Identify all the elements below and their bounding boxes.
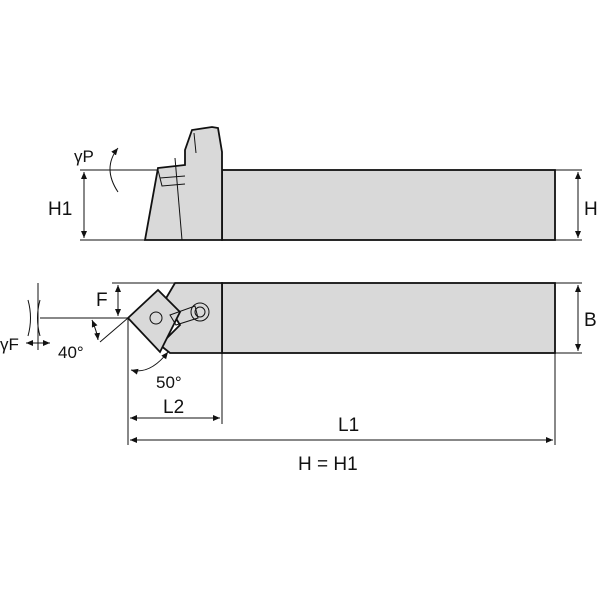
top-view: F 40° γF 50° L2 L1 H = H1 B <box>0 282 597 475</box>
angle-50-arc <box>130 351 169 375</box>
side-shank <box>221 169 556 241</box>
h-equals-h1-note: H = H1 <box>298 454 358 475</box>
clamp-arm <box>169 305 199 326</box>
gamma-f-label: γF <box>0 335 19 354</box>
l2-label: L2 <box>163 397 184 418</box>
side-view: H1 γP H <box>48 126 598 241</box>
insert <box>126 288 182 354</box>
clamp-screw-inner <box>194 306 206 318</box>
gamma-f-section <box>27 299 41 337</box>
side-head <box>143 126 223 241</box>
angle-40-label: 40° <box>58 343 84 362</box>
gamma-p-label: γP <box>74 147 94 166</box>
angle-50-label: 50° <box>156 373 182 392</box>
b-label: B <box>584 310 597 331</box>
gamma-p-arc <box>109 147 119 193</box>
f-label: F <box>96 290 108 311</box>
side-clamp <box>157 132 197 187</box>
angle-40-arc <box>91 319 101 341</box>
insert-screw-icon <box>149 311 163 325</box>
side-head-edge <box>174 157 183 241</box>
h1-label: H1 <box>48 199 72 220</box>
h-label: H <box>584 199 598 220</box>
clamp-screw-icon <box>190 302 210 322</box>
top-shank <box>221 282 556 354</box>
l1-label: L1 <box>338 415 359 436</box>
angle-40-line <box>99 317 129 343</box>
